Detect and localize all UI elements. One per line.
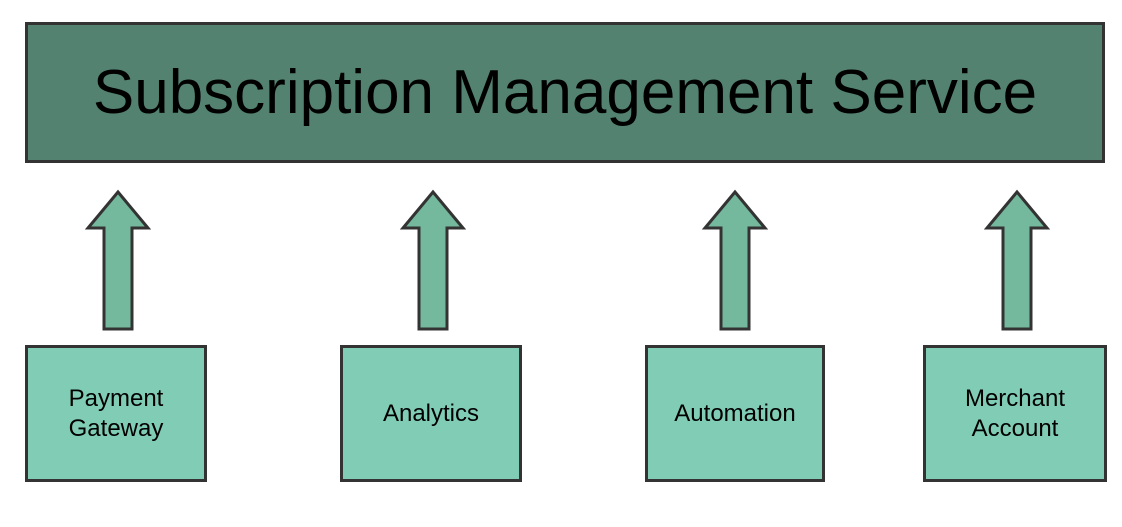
up-arrow-icon <box>85 189 151 331</box>
node-label: Analytics <box>382 399 480 427</box>
up-arrow-icon <box>702 189 768 331</box>
node-label: Payment Gateway <box>68 384 164 442</box>
up-arrow-icon <box>400 189 466 331</box>
node-label: Automation <box>674 399 796 427</box>
node-merchant-account: Merchant Account <box>923 345 1107 482</box>
diagram-title: Subscription Management Service <box>92 58 1038 127</box>
node-automation: Automation <box>645 345 825 482</box>
up-arrow-icon <box>984 189 1050 331</box>
node-payment-gateway: Payment Gateway <box>25 345 207 482</box>
node-label: Merchant Account <box>964 384 1066 442</box>
node-analytics: Analytics <box>340 345 522 482</box>
header-box-subscription-management-service: Subscription Management Service <box>25 22 1105 163</box>
